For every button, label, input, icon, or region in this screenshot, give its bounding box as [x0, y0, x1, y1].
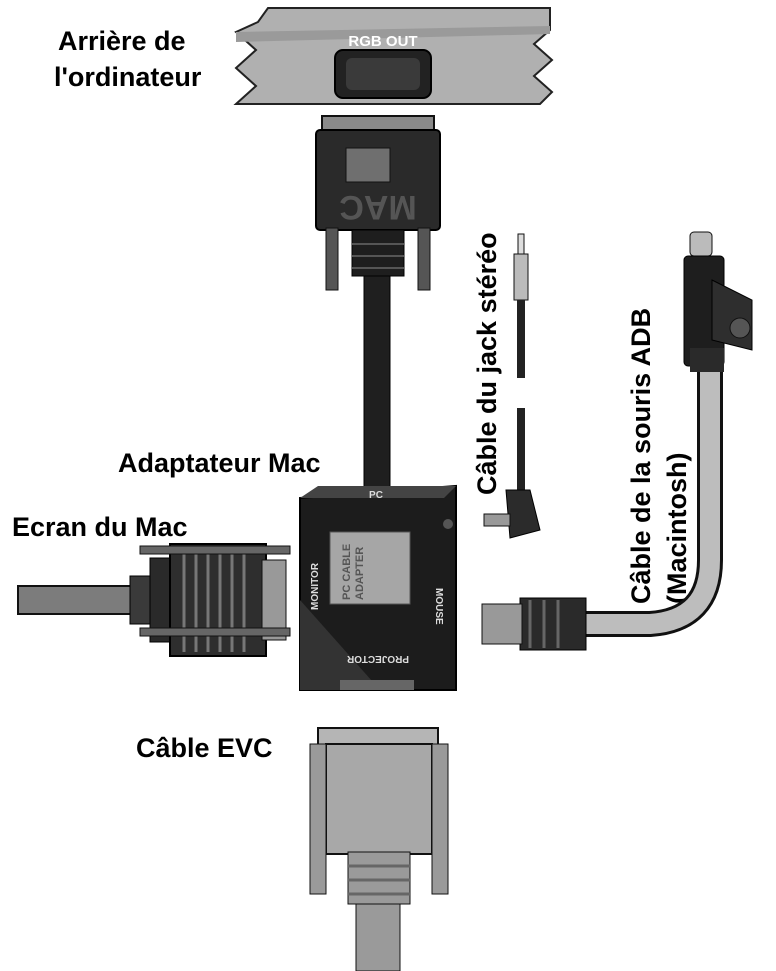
- adapter-box: PC CABLE ADAPTER PC MONITOR MOUSE PROJEC…: [299, 484, 457, 691]
- rgb-out-text: RGB OUT: [348, 33, 417, 50]
- pc-text: PC: [369, 490, 383, 501]
- label-evc-cable: Câble EVC: [136, 733, 273, 763]
- monitor-text: MONITOR: [310, 562, 321, 610]
- label-computer-back-2: l'ordinateur: [54, 62, 202, 92]
- mac-text: MAC: [339, 188, 416, 226]
- label-mac-adapter: Adaptateur Mac: [118, 448, 321, 478]
- label-computer-back-1: Arrière de: [58, 26, 186, 56]
- label-mac-screen: Ecran du Mac: [12, 512, 188, 542]
- adapter-label-2: ADAPTER: [354, 547, 366, 600]
- mouse-text: MOUSE: [433, 588, 444, 625]
- projector-text: PROJECTOR: [346, 653, 409, 664]
- evc-connector: [309, 727, 449, 971]
- mac-cable: [363, 275, 391, 489]
- computer-back-panel: RGB OUT: [233, 7, 554, 105]
- mac-monitor-connector: [17, 543, 291, 657]
- stereo-jack-cable: [483, 233, 541, 539]
- mac-connector: MAC: [315, 115, 441, 291]
- adb-mouse-cable: [481, 231, 753, 651]
- adapter-label-1: PC CABLE: [341, 544, 353, 600]
